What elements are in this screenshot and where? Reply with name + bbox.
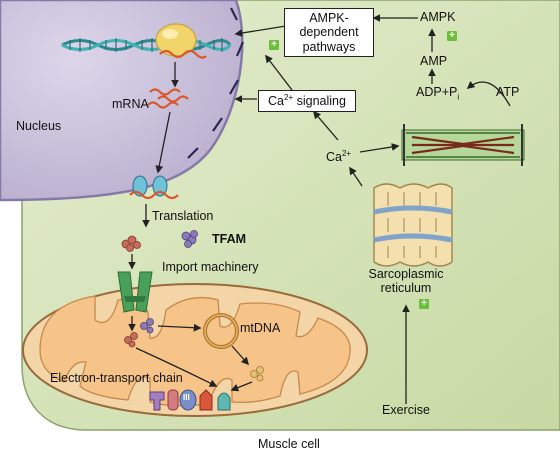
- mtdna-ring-highlight: [204, 314, 238, 348]
- label-tfam: TFAM: [212, 232, 247, 246]
- arrow-atp-to-adp: [466, 81, 511, 107]
- imported-protein: [124, 332, 138, 348]
- label-etc-complex-3: III: [183, 393, 190, 402]
- import-machinery: [117, 271, 153, 313]
- label-adp-pi: ADP+Pi: [416, 85, 460, 102]
- electron-transport-complexes: [149, 389, 231, 411]
- label-muscle-cell: Muscle cell: [258, 437, 320, 451]
- box-ca-rest: signaling: [293, 94, 346, 109]
- label-mrna: mRNA: [112, 97, 149, 111]
- arrow-mtdna-to-protein: [231, 345, 250, 366]
- tfam-protein: [181, 230, 198, 248]
- label-import-machinery: Import machinery: [162, 260, 259, 274]
- label-ca-ion-sup: 2+: [341, 149, 352, 158]
- translated-protein: [121, 235, 141, 252]
- box-ampk-pathways-text: AMPK-dependent pathways: [299, 11, 359, 54]
- label-ca-ion-main: Ca: [326, 150, 342, 165]
- sarcoplasmic-reticulum-shape: [373, 183, 453, 267]
- label-nucleus: Nucleus: [16, 119, 62, 133]
- label-translation: Translation: [152, 209, 214, 223]
- mrna-strands: [147, 88, 189, 109]
- pathway-arrows: [128, 14, 511, 404]
- imported-tfam: [140, 318, 154, 334]
- label-ampk: AMPK: [420, 10, 456, 24]
- label-sr: Sarcoplasmic reticulum: [368, 267, 444, 295]
- mitochondrion: [22, 283, 368, 417]
- label-mtdna: mtDNA: [240, 321, 281, 335]
- mitochondrial-cristae: [39, 295, 351, 407]
- polymerase-highlight: [162, 29, 178, 39]
- label-atp: ATP: [496, 85, 520, 99]
- arrow-ca-to-sarcomere: [359, 143, 400, 153]
- nascent-mrna: [159, 49, 207, 59]
- plus-badge-ampk-pathways: +: [269, 40, 279, 50]
- box-ca-signaling: Ca2+ signaling: [258, 90, 356, 112]
- sarcomere: [401, 124, 525, 166]
- ribosomes: [129, 175, 179, 200]
- nuclear-pores: [187, 7, 245, 159]
- arrow-sr-to-ca: [349, 166, 363, 187]
- label-adp-pi-sub: i: [457, 92, 460, 102]
- arrow-protein-to-etc-2: [230, 381, 253, 392]
- label-exercise: Exercise: [382, 403, 430, 417]
- label-adp-pi-main: ADP+P: [416, 85, 458, 99]
- box-ca-text: Ca: [268, 94, 285, 109]
- arrow-signaling-to-ampk: [265, 54, 293, 91]
- box-ca-sup: 2+: [284, 93, 294, 102]
- label-ca-ion: Ca2+: [326, 149, 352, 165]
- arrow-protein-to-etc-1: [135, 347, 218, 387]
- arrow-ca-to-signaling: [312, 110, 339, 141]
- label-amp: AMP: [420, 54, 448, 68]
- arrow-tfam-to-mtdna: [157, 323, 202, 332]
- plus-badge-ampk: +: [447, 31, 457, 41]
- plus-badge-sr: +: [419, 299, 429, 309]
- arrow-pathways-to-nucleus: [234, 25, 287, 37]
- box-ampk-pathways: AMPK-dependent pathways: [284, 8, 374, 58]
- label-etc: Electron-transport chain: [50, 371, 183, 385]
- mt-encoded-protein: [250, 366, 264, 382]
- arrow-mrna-to-ribosome: [155, 111, 171, 174]
